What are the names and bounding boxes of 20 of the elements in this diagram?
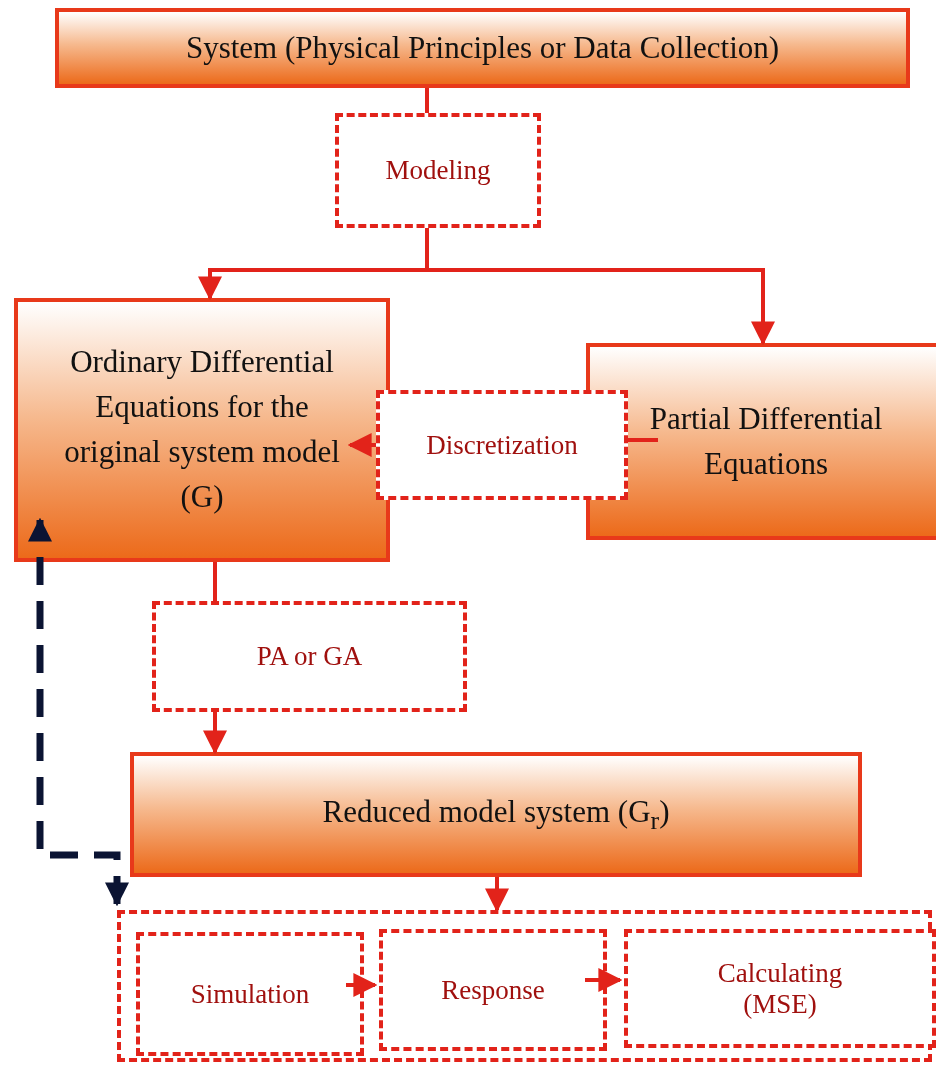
dashed-process-box: PA or GA [152,601,467,712]
dashed-process-box: Simulation [136,932,364,1056]
process-box: Partial Differential Equations [586,343,936,540]
dashed-process-box: Modeling [335,113,541,228]
connector-line [213,562,217,601]
arrow [485,877,509,913]
dashed-arrow [28,517,129,907]
arrow [585,968,623,992]
dashed-process-box: Calculating (MSE) [624,929,936,1048]
arrow [346,973,378,997]
process-box: Ordinary Differential Equations for the original system model (G) [14,298,390,562]
connector-line [425,88,429,113]
arrow [347,433,376,457]
process-box: System (Physical Principles or Data Collection) [55,8,910,88]
dashed-process-box: Response [379,929,607,1051]
connector-line [628,438,658,442]
arrow [425,228,775,346]
process-box: Reduced model system (G$_{r}$) [130,752,862,877]
arrow [203,712,227,755]
dashed-process-box: Discretization [376,390,628,500]
